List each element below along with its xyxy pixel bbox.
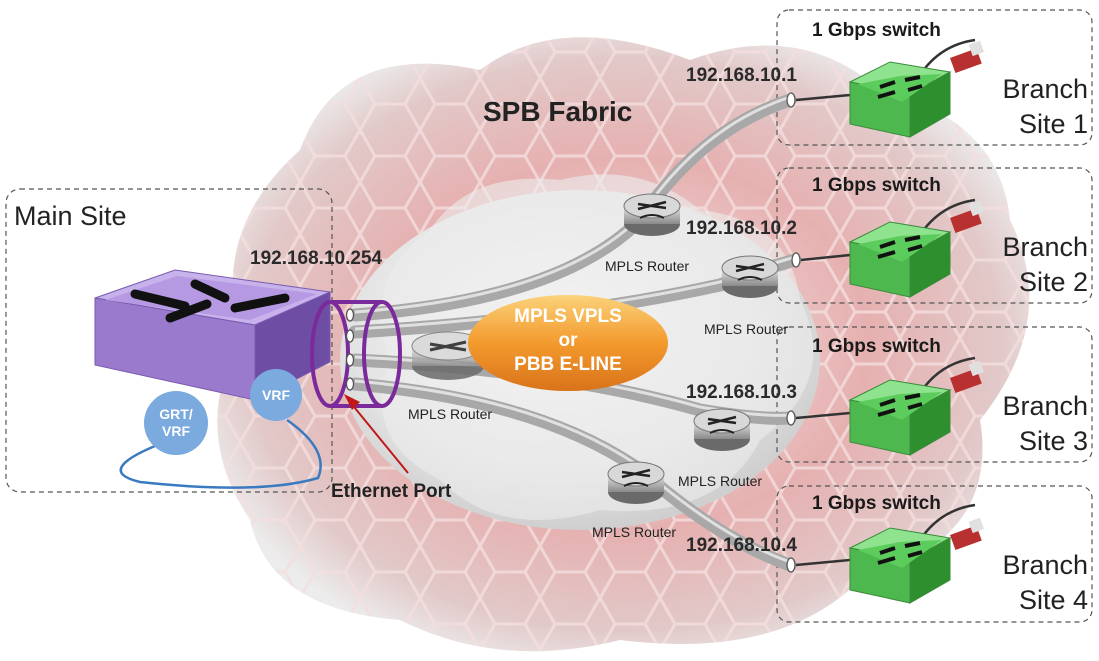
mpls-router-icon	[411, 331, 485, 380]
mpls-routers	[411, 193, 779, 504]
branch-4-name-line-2: Site 4	[1018, 585, 1088, 615]
main-site-ip: 192.168.10.254	[250, 248, 383, 269]
branch-switch-4	[848, 527, 952, 604]
mpls-router-label: MPLS Router	[678, 473, 763, 489]
branch-2-switch-label: 1 Gbps switch	[812, 175, 941, 196]
mpls-router-icon	[693, 408, 751, 451]
main-site-title: Main Site	[14, 201, 127, 231]
branch-1-ip: 192.168.10.1	[686, 65, 797, 86]
branch-port-ends	[786, 92, 801, 573]
vrf-label: VRF	[262, 387, 290, 403]
branch-4-name: Branch Site 4	[960, 548, 1088, 618]
mpls-router-label: MPLS Router	[605, 258, 690, 274]
ethernet-port-label: Ethernet Port	[331, 481, 452, 502]
branch-switches	[848, 61, 952, 604]
mpls-vpls-label: MPLS VPLS or PBB E-LINE	[468, 305, 668, 377]
mpls-router-icon	[721, 255, 779, 298]
branch-4-name-line-1: Branch	[1002, 550, 1088, 580]
mpls-router-label: MPLS Router	[592, 524, 677, 540]
branch-4-switch-label: 1 Gbps switch	[812, 493, 941, 514]
vrf-circle	[250, 369, 302, 421]
center-line-1: MPLS VPLS	[514, 306, 622, 327]
branch-2-ip: 192.168.10.2	[686, 218, 797, 239]
vrf-loop-line	[119, 418, 322, 489]
branch-3-box	[776, 326, 1093, 463]
main-site-box	[5, 188, 333, 493]
branch-2-name: Branch Site 2	[960, 230, 1088, 300]
branch-3-name-line-2: Site 3	[1018, 426, 1088, 456]
mpls-router-label: MPLS Router	[704, 321, 789, 337]
mpls-router-label: MPLS Router	[408, 406, 493, 422]
branch-1-box	[776, 9, 1093, 146]
branch-3-name: Branch Site 3	[960, 389, 1088, 459]
branch-4-box	[776, 485, 1093, 623]
branch-3-name-line-1: Branch	[1002, 391, 1088, 421]
branch-1-name-line-2: Site 1	[1018, 109, 1088, 139]
branch-3-ip: 192.168.10.3	[686, 382, 797, 403]
branch-1-name-line-1: Branch	[1002, 74, 1088, 104]
grt-vrf-circle	[144, 391, 208, 455]
grt-vrf-label: GRT/ VRF	[159, 406, 193, 439]
branch-connectors	[950, 40, 985, 551]
branch-switch-2	[848, 221, 952, 298]
branch-1-switch-label: 1 Gbps switch	[812, 20, 941, 41]
branch-switch-3	[848, 379, 952, 456]
mpls-vpls-oval	[468, 295, 668, 391]
branch-4-ip: 192.168.10.4	[686, 535, 797, 556]
branch-1-name: Branch Site 1	[960, 72, 1088, 142]
mpls-router-icon	[623, 193, 681, 236]
branch-2-box	[776, 167, 1093, 304]
branch-switch-1	[848, 61, 952, 138]
branch-2-name-line-2: Site 2	[1018, 267, 1088, 297]
mpls-router-icon	[607, 461, 665, 504]
branch-3-switch-label: 1 Gbps switch	[812, 336, 941, 357]
ethernet-port-ring	[310, 300, 402, 408]
center-line-3: PBB E-LINE	[514, 354, 622, 375]
center-line-2: or	[558, 330, 578, 351]
fabric-title: SPB Fabric	[483, 96, 633, 127]
ethernet-port-arrow	[344, 394, 409, 474]
branch-2-name-line-1: Branch	[1002, 232, 1088, 262]
